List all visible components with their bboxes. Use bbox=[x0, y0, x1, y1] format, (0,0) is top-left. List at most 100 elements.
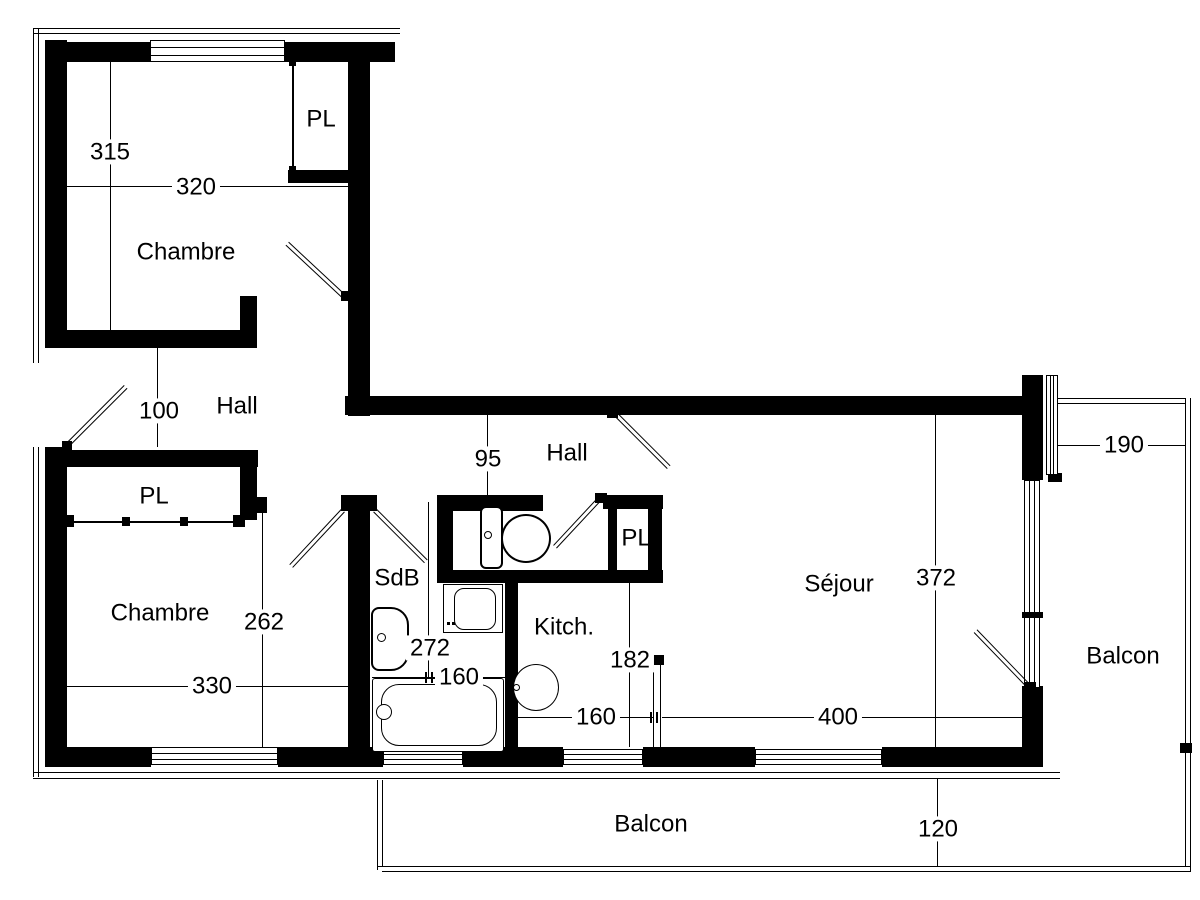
wc-door-hinge bbox=[595, 493, 607, 503]
room-label-balcon-right: Balcon bbox=[1086, 642, 1160, 670]
tick-400-b bbox=[656, 712, 658, 723]
wall-pl3-left bbox=[608, 497, 617, 575]
window-bedroom1-top bbox=[150, 40, 285, 62]
balcony-bottom-edge-b bbox=[382, 871, 1191, 872]
wall-wc-top bbox=[437, 495, 543, 511]
room-label-sdb: SdB bbox=[374, 564, 420, 592]
sejour-door-leaf bbox=[613, 411, 671, 470]
wall-hall-top bbox=[345, 396, 1043, 415]
toilet-flush-dot bbox=[484, 531, 492, 539]
balcony-right-top-edge-b bbox=[1058, 403, 1186, 404]
pl1-door-line bbox=[292, 62, 294, 172]
wall-right-window-cap bbox=[1048, 473, 1062, 482]
toilet-fixture bbox=[480, 506, 503, 569]
dimension-120: 120 bbox=[913, 816, 963, 842]
window-sejour-bottom bbox=[755, 749, 882, 765]
outline-left-upper-a bbox=[33, 28, 34, 363]
dimension-400: 400 bbox=[813, 704, 863, 730]
dimension-272: 272 bbox=[405, 635, 455, 661]
washing-machine-knob-1 bbox=[447, 622, 450, 625]
kitchen-sink-tap bbox=[513, 684, 520, 691]
room-label-chambre2: Chambre bbox=[110, 599, 210, 627]
balcony-door-leaf bbox=[973, 629, 1031, 689]
dimension-160-kitchen: 160 bbox=[571, 704, 621, 730]
bedroom1-door-leaf bbox=[285, 241, 347, 300]
entry-door-hinge bbox=[62, 441, 72, 451]
room-label-kitchen: Kitch. bbox=[533, 613, 595, 641]
outline-left-lower-a bbox=[33, 447, 34, 777]
dimension-262: 262 bbox=[239, 609, 289, 635]
wall-service-bottom bbox=[437, 570, 663, 583]
wall-bottom-5 bbox=[882, 747, 1043, 767]
balcony-bottom-edge-a bbox=[377, 866, 1191, 867]
kitchen-partition-cap bbox=[650, 655, 664, 665]
outline-left-upper-b bbox=[38, 28, 39, 363]
dimension-330: 330 bbox=[187, 673, 237, 699]
pl2-door-line bbox=[67, 521, 235, 523]
outline-left-lower-b bbox=[38, 447, 39, 777]
pl2-door-knob-1 bbox=[122, 517, 130, 526]
bedroom2-door-leaf bbox=[289, 508, 345, 568]
room-label-pl2: PL bbox=[139, 482, 169, 510]
pl2-door-stop-left bbox=[65, 515, 74, 527]
wall-pl2-jog bbox=[257, 497, 267, 513]
bathtub-faucet bbox=[376, 704, 392, 720]
wall-bedroom2-right bbox=[348, 495, 370, 767]
window-sejour-right-upper bbox=[1046, 375, 1058, 475]
pl1-door-stop-top bbox=[289, 59, 296, 66]
dimension-line-315 bbox=[110, 62, 111, 330]
balcony-right-edge-b bbox=[1190, 398, 1191, 871]
wall-bottom-4 bbox=[643, 747, 755, 767]
wall-bottom-1 bbox=[45, 747, 151, 767]
tick-160-sdb-a bbox=[425, 672, 427, 683]
wall-bedroom1-door-pillar bbox=[240, 296, 257, 348]
dimension-182: 182 bbox=[605, 647, 655, 673]
wall-bedroom1-bottom bbox=[45, 330, 257, 348]
washbasin-drain-dot bbox=[377, 633, 386, 642]
wall-kitchen-right-upper bbox=[648, 495, 662, 583]
wall-bottom-3 bbox=[463, 747, 563, 767]
room-label-hall2: Hall bbox=[546, 439, 588, 467]
dimension-line-100 bbox=[157, 348, 158, 447]
dimension-95: 95 bbox=[470, 446, 506, 472]
wall-sdb-kitchen-divider bbox=[505, 583, 518, 755]
wall-bedroom1-top-right bbox=[285, 42, 395, 62]
room-label-chambre1: Chambre bbox=[136, 238, 236, 266]
window-sdb-bottom bbox=[383, 749, 463, 765]
window-sejour-balcony-glazing bbox=[1024, 480, 1040, 688]
room-label-balcon-bottom: Balcon bbox=[614, 810, 688, 838]
balcony-right-top-edge-a bbox=[1058, 398, 1186, 399]
wall-pl2-right bbox=[240, 450, 257, 520]
outline-top-a bbox=[33, 28, 400, 29]
wc-door-leaf bbox=[553, 496, 602, 549]
room-label-pl3: PL bbox=[621, 524, 651, 552]
room-label-sejour: Séjour bbox=[804, 570, 874, 598]
toilet-bowl bbox=[501, 514, 551, 563]
pl2-door-stop-right bbox=[233, 515, 245, 527]
bathtub-inner bbox=[381, 684, 497, 746]
kitchen-partition-b bbox=[660, 660, 661, 747]
outline-top-b bbox=[33, 33, 400, 34]
wall-right-lower bbox=[1022, 686, 1043, 767]
wall-pl2-top bbox=[45, 450, 258, 467]
dimension-line-272 bbox=[428, 502, 429, 677]
dimension-160-sdb: 160 bbox=[434, 664, 484, 690]
kitchen-partition-a bbox=[653, 660, 654, 747]
wall-pl1-bottom bbox=[288, 170, 350, 183]
balcony-rail-joint bbox=[1180, 743, 1192, 753]
entry-door-leaf bbox=[65, 385, 128, 448]
dimension-372: 372 bbox=[911, 565, 961, 591]
room-label-hall1: Hall bbox=[216, 392, 258, 420]
dimension-190: 190 bbox=[1099, 432, 1149, 458]
kitchen-sink-fixture bbox=[513, 664, 559, 711]
outline-bottom-a bbox=[33, 772, 1060, 773]
washing-machine-drum bbox=[454, 588, 496, 630]
balcony-bottom-left-edge-a bbox=[377, 780, 378, 870]
wall-bedroom2-left bbox=[45, 447, 67, 767]
tick-400-a bbox=[650, 712, 652, 723]
wall-wc-left bbox=[437, 495, 453, 583]
balcony-bottom-left-edge-b bbox=[382, 780, 383, 866]
washbasin-fixture bbox=[371, 607, 409, 671]
window-kitchen-bottom bbox=[563, 749, 643, 765]
